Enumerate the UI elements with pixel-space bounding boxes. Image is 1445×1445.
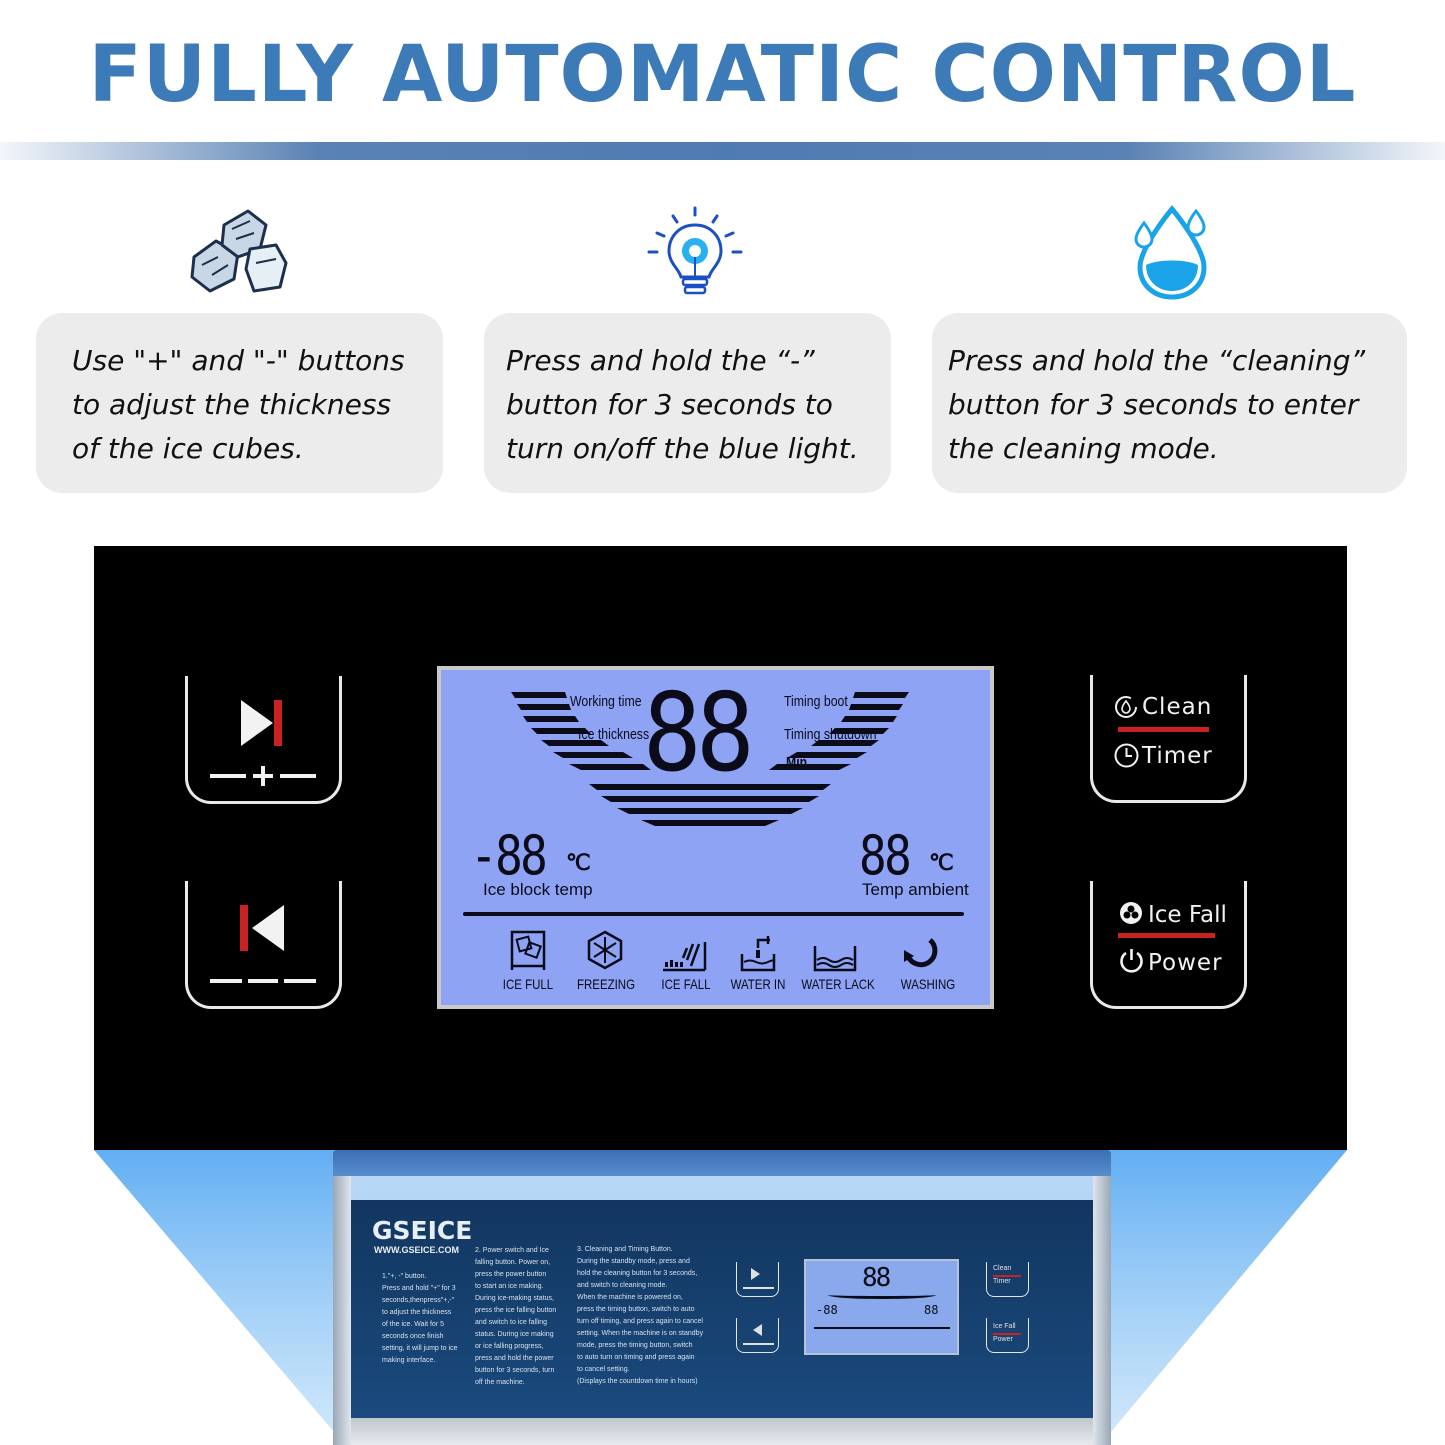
ice-fall-label: Ice Fall <box>1148 902 1227 928</box>
lcd-ambient-unit: ℃ <box>929 850 954 875</box>
mini-clean-timer-button: Clean Timer <box>986 1262 1029 1297</box>
mini-skip-forward-icon <box>751 1268 760 1280</box>
instructions-col3: 3. Cleaning and Timing Button.During the… <box>577 1246 704 1385</box>
mini-minus-button <box>736 1318 779 1353</box>
clean-timer-button[interactable] <box>1090 675 1247 803</box>
lcd-status-label: FREEZING <box>576 976 636 992</box>
power-icon <box>1120 949 1143 973</box>
machine-steel-front <box>351 1418 1093 1445</box>
mini-icefall-label: Ice Fall <box>993 1323 1016 1330</box>
feature-text: Press and hold the “cleaning” button for… <box>948 344 1366 465</box>
lcd-status-label: ICE FULL <box>502 976 554 992</box>
mini-red-separator <box>993 1275 1021 1277</box>
lcd-ice-temp-value: -88 <box>470 824 548 887</box>
red-separator <box>1118 727 1209 732</box>
mini-lcd-arc <box>828 1291 936 1299</box>
mini-icefall-power-button: Ice Fall Power <box>986 1318 1029 1353</box>
lcd-ice-temp-label: Ice block temp <box>483 880 593 899</box>
power-label: Power <box>1148 950 1223 976</box>
feature-card-thickness: Use "+" and "-" buttons to adjust the th… <box>36 313 443 493</box>
skip-forward-icon <box>210 700 316 786</box>
water-lack-icon <box>813 946 857 972</box>
mini-red-separator <box>993 1333 1021 1335</box>
lcd-display <box>437 666 994 1009</box>
ice-fall-icon <box>1120 902 1142 924</box>
mini-timer-label: Timer <box>993 1278 1011 1285</box>
lcd-divider <box>463 912 964 916</box>
lcd-ice-temp-unit: ℃ <box>566 850 591 875</box>
clean-icon <box>1115 696 1137 718</box>
clock-icon <box>1114 743 1139 768</box>
feature-card-blue-light: Press and hold the “-” button for 3 seco… <box>484 313 891 493</box>
icefall-power-button[interactable] <box>1090 881 1247 1009</box>
lcd-working-time: Working time <box>570 693 642 710</box>
mini-lcd-ambient: 88 <box>924 1303 939 1317</box>
lcd-ice-thickness: Ice thickness <box>578 726 650 743</box>
skip-back-icon <box>210 905 316 983</box>
feature-text: Press and hold the “-” button for 3 seco… <box>506 344 859 465</box>
mini-lcd-digits: 88 <box>862 1263 891 1293</box>
brand-logo: GSEICE <box>372 1216 473 1245</box>
ice-full-icon <box>510 930 546 970</box>
lcd-timing-shutdown: Timing shutdown <box>784 726 877 743</box>
lcd-status-label: WASHING <box>900 976 956 992</box>
ice-cubes-icon <box>190 209 288 293</box>
plus-button[interactable] <box>185 676 342 804</box>
brand-url: WWW.GSEICE.COM <box>374 1245 459 1255</box>
mini-plus-button <box>736 1262 779 1297</box>
water-drop-icon <box>1134 205 1207 300</box>
mini-skip-back-icon <box>753 1324 762 1336</box>
machine-side <box>333 1176 351 1445</box>
lcd-status-label: WATER LACK <box>801 976 875 992</box>
mini-line <box>743 1343 774 1345</box>
minus-button[interactable] <box>185 881 342 1009</box>
lcd-status-label: WATER IN <box>730 976 786 992</box>
title-divider <box>0 142 1445 160</box>
lcd-min: Min <box>786 754 808 771</box>
lcd-ambient-value: 88 <box>859 824 912 887</box>
page-title: FULLY AUTOMATIC CONTROL <box>88 30 1357 120</box>
instructions-col1: 1."+, -" button.Press and hold "+" for 3… <box>382 1273 458 1364</box>
lcd-main-digits: 88 <box>643 671 755 796</box>
washing-icon <box>904 938 938 968</box>
lcd-status-label: ICE FALL <box>661 976 711 992</box>
machine-side <box>1093 1176 1111 1445</box>
water-in-icon <box>740 936 776 972</box>
machine-top-edge <box>333 1150 1111 1178</box>
light-bulb-icon <box>647 206 743 295</box>
feature-text: Use "+" and "-" buttons to adjust the th… <box>72 344 405 465</box>
clean-label: Clean <box>1142 694 1213 720</box>
mini-lcd-ice-temp: -88 <box>816 1303 838 1317</box>
mini-lcd: 88 -88 88 <box>804 1259 959 1355</box>
lcd-ambient-label: Temp ambient <box>862 880 969 899</box>
ice-fall-status-icon <box>663 942 707 972</box>
machine-front-panel <box>351 1200 1093 1418</box>
mini-clean-label: Clean <box>993 1265 1012 1272</box>
feature-card-cleaning: Press and hold the “cleaning” button for… <box>932 313 1407 493</box>
red-separator <box>1118 933 1215 938</box>
mini-lcd-divider <box>814 1327 950 1329</box>
snowflake-icon <box>587 930 623 970</box>
lcd-timing-boot: Timing boot <box>784 693 848 710</box>
mini-power-label: Power <box>993 1336 1013 1343</box>
lcd-arc-bars <box>511 692 909 826</box>
timer-label: Timer <box>1142 743 1213 769</box>
mini-line <box>743 1287 774 1289</box>
